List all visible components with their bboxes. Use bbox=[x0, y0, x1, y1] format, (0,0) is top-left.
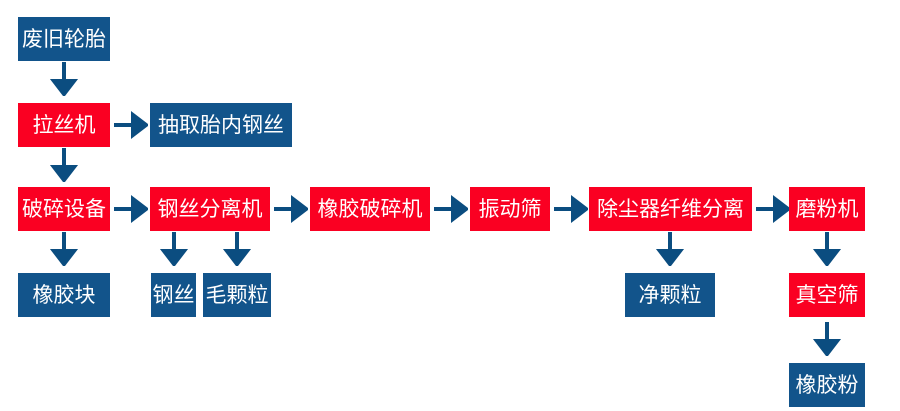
arrow-down-wire-separator-to-steel-wire bbox=[158, 232, 190, 266]
arrow-down-crusher-to-rubber-block bbox=[48, 232, 80, 266]
node-waste-tire: 废旧轮胎 bbox=[18, 17, 110, 61]
node-clean-granule: 净颗粒 bbox=[625, 273, 715, 317]
node-wire-drawer: 拉丝机 bbox=[18, 103, 110, 147]
node-vacuum-screen: 真空筛 bbox=[789, 273, 865, 317]
arrow-down-dust-fiber-sep-to-clean-granule bbox=[654, 232, 686, 266]
node-extract-bead-wire: 抽取胎内钢丝 bbox=[150, 103, 292, 147]
node-crusher-equipment: 破碎设备 bbox=[18, 187, 110, 231]
arrow-right-crusher-to-wire-separator bbox=[114, 193, 148, 225]
node-wire-separator: 钢丝分离机 bbox=[150, 187, 270, 231]
arrow-right-rubber-crusher-to-vibrating-screen bbox=[434, 193, 468, 225]
arrow-down-pulverizer-to-vacuum-screen bbox=[811, 232, 843, 266]
node-fluff-granule: 毛颗粒 bbox=[203, 273, 271, 317]
arrow-down-vacuum-screen-to-rubber-powder bbox=[811, 322, 843, 356]
arrow-down-waste-tire-to-wire-drawer bbox=[48, 62, 80, 96]
node-rubber-block: 橡胶块 bbox=[18, 273, 110, 317]
arrow-down-wire-separator-to-fluff-granule bbox=[221, 232, 253, 266]
arrow-down-wire-drawer-to-crusher-equipment bbox=[48, 148, 80, 182]
node-pulverizer: 磨粉机 bbox=[789, 187, 865, 231]
arrow-right-wire-separator-to-rubber-crusher bbox=[274, 193, 308, 225]
node-steel-wire: 钢丝 bbox=[151, 273, 196, 317]
arrow-right-vibrating-screen-to-dust-fiber-sep bbox=[554, 193, 588, 225]
node-rubber-powder: 橡胶粉 bbox=[789, 363, 865, 407]
arrow-right-dust-fiber-sep-to-pulverizer bbox=[756, 193, 790, 225]
arrow-right-wire-drawer-to-extract-bead-wire bbox=[114, 109, 148, 141]
node-dust-fiber-sep: 除尘器纤维分离 bbox=[589, 187, 752, 231]
node-vibrating-screen: 振动筛 bbox=[470, 187, 550, 231]
node-rubber-crusher: 橡胶破碎机 bbox=[310, 187, 430, 231]
